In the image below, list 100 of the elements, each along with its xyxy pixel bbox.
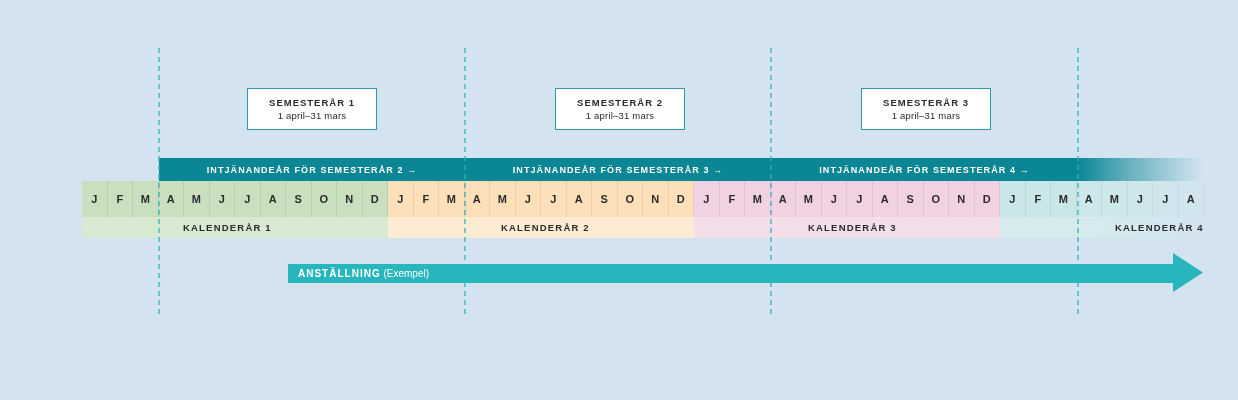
month-cell <box>949 181 975 217</box>
date-range-text: 1 april–31 mars <box>585 109 655 122</box>
calendar-year-label: KALENDERÅR 1 <box>183 221 272 235</box>
month-label: M <box>497 192 507 206</box>
month-cell <box>107 181 133 217</box>
month-label: A <box>1084 192 1093 206</box>
month-label: J <box>550 192 557 206</box>
calendar-year-band <box>1000 181 1204 238</box>
faded-bar <box>1078 158 1202 181</box>
month-cell <box>796 181 822 217</box>
month-cell <box>566 181 592 217</box>
semester-year-box <box>861 88 991 130</box>
month-label: O <box>625 192 635 206</box>
month-label: S <box>294 192 302 206</box>
month-cell <box>592 181 618 217</box>
month-cell <box>1127 181 1153 217</box>
month-cell <box>388 181 414 217</box>
month-label: N <box>345 192 354 206</box>
month-cell <box>1051 181 1077 217</box>
month-cell <box>1102 181 1128 217</box>
month-label: J <box>244 192 251 206</box>
month-cell <box>158 181 184 217</box>
calendar-year-band <box>694 181 1000 238</box>
month-label: M <box>191 192 201 206</box>
month-label: M <box>140 192 150 206</box>
month-label: M <box>1109 192 1119 206</box>
month-cell <box>694 181 720 217</box>
month-cell <box>898 181 924 217</box>
month-cell <box>82 181 108 217</box>
month-label: M <box>1058 192 1068 206</box>
month-cell <box>286 181 312 217</box>
month-cell <box>439 181 465 217</box>
month-cell <box>235 181 261 217</box>
month-cell <box>821 181 847 217</box>
month-cell <box>617 181 643 217</box>
month-cell <box>923 181 949 217</box>
month-label: D <box>370 192 379 206</box>
month-cell <box>515 181 541 217</box>
month-label: M <box>803 192 813 206</box>
month-cell <box>1025 181 1051 217</box>
accrual-year-bar <box>771 158 1078 181</box>
month-cell <box>541 181 567 217</box>
month-cell <box>643 181 669 217</box>
month-label: F <box>116 192 124 206</box>
month-cell <box>337 181 363 217</box>
accrual-year-label: INTJÄNANDEÅR FÖR SEMESTERÅR 3 → <box>512 164 724 175</box>
month-cell <box>362 181 388 217</box>
month-cell <box>413 181 439 217</box>
month-cell <box>847 181 873 217</box>
month-label: A <box>574 192 583 206</box>
month-cell <box>872 181 898 217</box>
month-label: F <box>422 192 430 206</box>
month-label: N <box>957 192 966 206</box>
accrual-year-bar <box>465 158 771 181</box>
month-label: J <box>1009 192 1016 206</box>
month-label: N <box>651 192 660 206</box>
month-cell <box>974 181 1000 217</box>
date-range-text: 1 april–31 mars <box>891 109 961 122</box>
month-cell <box>209 181 235 217</box>
accrual-year-label: INTJÄNANDEÅR FÖR SEMESTERÅR 4 → <box>819 164 1030 175</box>
month-label: A <box>778 192 787 206</box>
month-label: J <box>703 192 710 206</box>
month-cell <box>311 181 337 217</box>
semester-year-box <box>247 88 377 130</box>
month-label: O <box>319 192 329 206</box>
month-label: S <box>600 192 608 206</box>
month-label: A <box>1186 192 1195 206</box>
month-label: A <box>880 192 889 206</box>
month-label: M <box>752 192 762 206</box>
month-label: A <box>268 192 277 206</box>
month-label: D <box>982 192 991 206</box>
month-label: J <box>1136 192 1143 206</box>
month-label: O <box>931 192 941 206</box>
month-cell <box>260 181 286 217</box>
employment-label: ANSTÄLLNING (Exempel) <box>298 266 430 281</box>
month-label: J <box>397 192 404 206</box>
month-label: A <box>166 192 175 206</box>
month-cell <box>184 181 210 217</box>
month-label: J <box>91 192 98 206</box>
month-cell <box>490 181 516 217</box>
calendar-year-band <box>388 181 694 238</box>
month-cell <box>133 181 159 217</box>
month-cell <box>719 181 745 217</box>
month-cell <box>1000 181 1026 217</box>
month-cell <box>770 181 796 217</box>
semester-year-heading: SEMESTERÅR 1 <box>269 96 355 109</box>
month-label: A <box>472 192 481 206</box>
calendar-year-label: KALENDERÅR 2 <box>501 221 590 235</box>
month-label: J <box>524 192 531 206</box>
month-cell <box>464 181 490 217</box>
month-label: F <box>1034 192 1042 206</box>
month-label: J <box>1162 192 1169 206</box>
accrual-year-label: INTJÄNANDEÅR FÖR SEMESTERÅR 2 → <box>206 164 418 175</box>
month-label: F <box>728 192 736 206</box>
month-cell <box>745 181 771 217</box>
accrual-year-bar <box>159 158 465 181</box>
month-label: M <box>446 192 456 206</box>
month-label: D <box>676 192 685 206</box>
month-cell <box>1153 181 1179 217</box>
date-range-text: 1 april–31 mars <box>277 109 347 122</box>
